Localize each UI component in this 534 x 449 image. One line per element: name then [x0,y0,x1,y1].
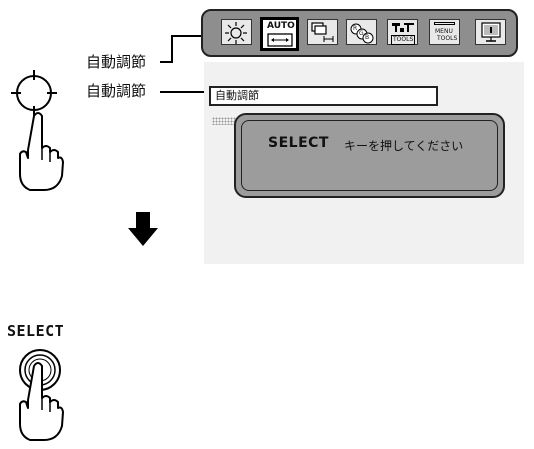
position-icon[interactable] [307,19,338,45]
color-r-label: R [353,25,358,32]
brightness-icon[interactable] [221,19,252,45]
auto-label: AUTO [267,21,295,31]
color-rgb-icon[interactable]: R G B [346,19,377,45]
down-arrow-icon [128,212,158,246]
message-instruction: キーを押してください [344,139,464,153]
color-g-label: G [359,30,364,37]
color-b-label: B [365,34,370,41]
message-box: SELECT キーを押してください [234,113,505,198]
menu-scroll-indicator [212,117,242,125]
callout-label-auto-icon: 自動調節 [86,53,147,71]
message-box-inner-border [241,120,498,191]
callout-label-submenu: 自動調節 [86,82,147,100]
select-button-press-icon [19,349,64,441]
select-step-label: SELECT [7,322,65,340]
menu-label: MENU [435,28,453,35]
osd-icon-toolbar: AUTO R G B [201,9,518,57]
hand-press-icon [19,112,64,191]
information-icon[interactable] [475,19,506,45]
menu-tools-label: TOOLS [437,35,458,42]
message-key-name: SELECT [268,135,329,151]
menu-tools-icon[interactable]: MENU TOOLS [429,19,460,45]
auto-adjust-button[interactable]: AUTO [260,17,299,51]
tools-label: TOOLS [391,35,416,45]
auto-adjust-icon [267,33,293,47]
tools-icon[interactable]: TOOLS [387,19,418,45]
submenu-auto-adjust[interactable]: 自動調節 [209,86,438,106]
submenu-item-label: 自動調節 [215,89,259,102]
